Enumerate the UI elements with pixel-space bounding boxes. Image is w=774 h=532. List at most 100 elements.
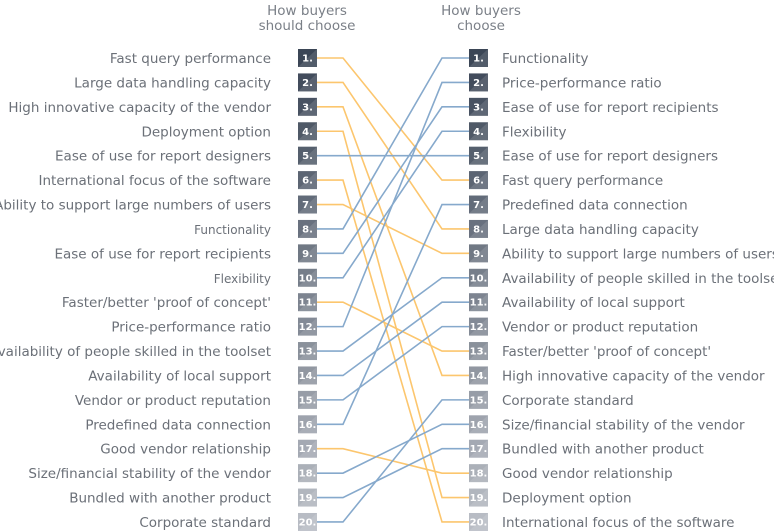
left-criterion-label: Flexibility — [214, 272, 271, 286]
right-criterion-label: Availability of people skilled in the to… — [502, 271, 774, 287]
left-rank-badge: 4. — [298, 122, 317, 141]
right-rank-badge: 8. — [469, 219, 488, 238]
right-rank-badge: 11. — [469, 293, 488, 312]
right-criterion-label: Deployment option — [502, 491, 632, 507]
rank-number: 18. — [470, 469, 488, 480]
right-criterion-label: Flexibility — [502, 124, 566, 140]
left-rank-badge: 8. — [298, 219, 317, 238]
right-column-title-line2: choose — [457, 18, 505, 34]
rank-number: 19. — [299, 493, 317, 504]
left-rank-badge: 5. — [298, 146, 317, 165]
rank-link-line — [317, 203, 469, 426]
left-criterion-label: Ability to support large numbers of user… — [0, 198, 271, 214]
left-rank-badge: 11. — [298, 293, 317, 312]
rank-number: 7. — [473, 200, 484, 211]
right-rank-badge: 13. — [469, 342, 488, 361]
left-criterion-label: Predefined data connection — [85, 417, 271, 433]
rank-link-line — [317, 203, 469, 255]
left-criterion-label: High innovative capacity of the vendor — [8, 100, 271, 116]
right-rank-badge: 1. — [469, 49, 488, 67]
right-criterion-label: Ease of use for report recipients — [502, 100, 719, 116]
right-rank-badge: 15. — [469, 390, 488, 409]
rank-number: 10. — [470, 273, 488, 284]
left-criterion-label: Deployment option — [141, 124, 271, 140]
left-column-title-line2: should choose — [259, 18, 356, 34]
left-column-title-line1: How buyers — [267, 3, 347, 19]
right-rank-badge: 14. — [469, 366, 488, 385]
rank-number: 14. — [470, 371, 488, 382]
right-rank-badge: 3. — [469, 97, 488, 116]
rank-link-line — [317, 423, 469, 474]
rank-number: 17. — [299, 444, 317, 455]
rank-link-line — [317, 325, 469, 401]
rank-number: 11. — [299, 298, 317, 309]
rank-link-line — [317, 106, 469, 377]
right-criterion-label: Ability to support large numbers of user… — [502, 246, 774, 262]
left-rank-badge: 16. — [298, 415, 317, 434]
rank-number: 18. — [299, 469, 317, 480]
right-rank-badge: 17. — [469, 439, 488, 458]
right-criterion-label: Price-performance ratio — [502, 75, 662, 91]
rank-number: 16. — [299, 420, 317, 431]
left-rank-badge: 15. — [298, 390, 317, 409]
left-rank-badge: 18. — [298, 464, 317, 483]
rank-number: 12. — [299, 322, 317, 333]
left-criterion-label: Ease of use for report recipients — [54, 246, 271, 262]
rank-number: 19. — [470, 493, 488, 504]
left-rank-badge: 17. — [298, 439, 317, 458]
rank-number: 17. — [470, 444, 488, 455]
rank-number: 20. — [470, 517, 488, 528]
rank-number: 3. — [473, 102, 484, 113]
right-rank-badge: 7. — [469, 195, 488, 214]
rank-link-line — [317, 399, 469, 523]
right-criterion-label: Fast query performance — [502, 173, 663, 189]
left-criterion-label: Fast query performance — [110, 51, 271, 67]
right-criterion-label: International focus of the software — [502, 515, 735, 531]
rank-number: 13. — [299, 347, 317, 358]
rank-number: 10. — [299, 273, 317, 284]
left-criterion-label: Availability of people skilled in the to… — [0, 344, 271, 360]
rank-link-line — [317, 106, 469, 255]
right-rank-badge: 12. — [469, 317, 488, 336]
right-criterion-label: Predefined data connection — [502, 198, 688, 214]
right-rank-badge: 6. — [469, 171, 488, 190]
rank-number: 8. — [473, 224, 484, 235]
left-criterion-label: Corporate standard — [139, 515, 271, 531]
left-rank-badge: 10. — [298, 268, 317, 287]
rank-link-line — [317, 57, 469, 230]
left-rank-badge: 12. — [298, 317, 317, 336]
rank-number: 7. — [302, 200, 313, 211]
right-criterion-label: Good vendor relationship — [502, 466, 673, 482]
left-rank-badge: 6. — [298, 171, 317, 190]
rank-link-line — [317, 301, 469, 377]
left-criterion-label: Bundled with another product — [69, 491, 271, 507]
left-rank-badge: 1. — [298, 49, 317, 67]
right-column-title-line1: How buyers — [441, 3, 521, 19]
rank-link-line — [317, 447, 469, 499]
rank-number: 14. — [299, 371, 317, 382]
right-criterion-label: Availability of local support — [502, 295, 685, 311]
rank-number: 4. — [473, 127, 484, 138]
right-rank-badge: 19. — [469, 488, 488, 507]
left-criterion-label: Good vendor relationship — [100, 442, 271, 458]
rank-number: 12. — [470, 322, 488, 333]
rank-link-line — [317, 179, 469, 523]
right-rank-badge: 4. — [469, 122, 488, 141]
rank-number: 5. — [302, 151, 313, 162]
right-criterion-label: Vendor or product reputation — [502, 320, 698, 336]
right-criterion-label: Corporate standard — [502, 393, 634, 409]
rank-link-line — [317, 57, 469, 181]
left-rank-badge: 14. — [298, 366, 317, 385]
right-rank-badge: 18. — [469, 464, 488, 483]
rank-number: 5. — [473, 151, 484, 162]
rank-number: 1. — [302, 54, 313, 65]
rank-number: 9. — [302, 249, 313, 260]
right-criterion-label: Faster/better 'proof of concept' — [502, 344, 711, 360]
rank-number: 13. — [470, 347, 488, 358]
rank-number: 2. — [302, 78, 313, 89]
rank-link-line — [317, 301, 469, 352]
rank-number: 15. — [299, 395, 317, 406]
rank-number: 16. — [470, 420, 488, 431]
rank-number: 4. — [302, 127, 313, 138]
